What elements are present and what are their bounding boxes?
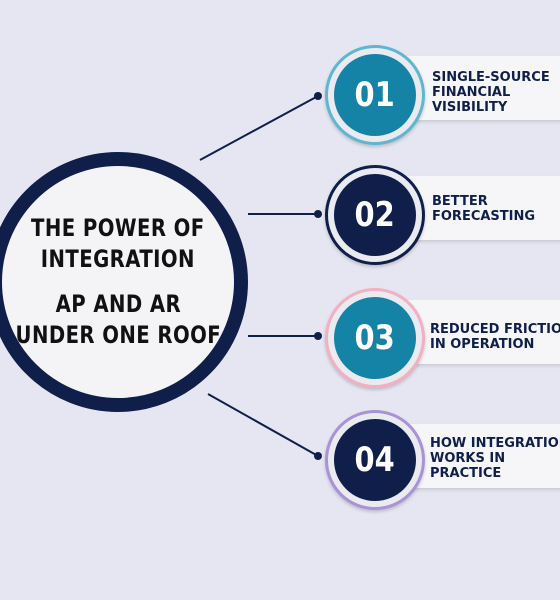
item-label-01: SINGLE-SOURCE FINANCIAL VISIBILITY bbox=[432, 70, 560, 115]
item-card-01 bbox=[400, 56, 560, 120]
item-card-03 bbox=[400, 300, 560, 364]
item-label-line: SINGLE-SOURCE bbox=[432, 70, 550, 85]
badge-03: 03 bbox=[334, 297, 416, 379]
hub-title: THE POWER OF INTEGRATION bbox=[31, 213, 205, 275]
badge-number-03: 03 bbox=[354, 318, 396, 358]
badge-number-02: 02 bbox=[354, 195, 396, 235]
hub-subtitle: AP AND AR UNDER ONE ROOF bbox=[15, 289, 221, 351]
item-card-02 bbox=[400, 176, 560, 240]
connector-dot-01 bbox=[314, 92, 322, 100]
connector-dot-04 bbox=[314, 452, 322, 460]
hub-subtitle-line: UNDER ONE ROOF bbox=[15, 321, 221, 349]
connector-line-01 bbox=[199, 95, 319, 161]
item-label-line: IN OPERATION bbox=[430, 337, 535, 352]
connector-line-04 bbox=[207, 393, 319, 457]
hub-title-line: INTEGRATION bbox=[40, 245, 196, 273]
item-label-line: REDUCED FRICTION bbox=[430, 322, 560, 337]
item-label-02: BETTER FORECASTING bbox=[432, 194, 560, 224]
central-hub-circle: THE POWER OF INTEGRATION AP AND AR UNDER… bbox=[0, 152, 248, 412]
item-label-04: HOW INTEGRATION WORKS IN PRACTICE bbox=[430, 436, 560, 481]
badge-04: 04 bbox=[334, 419, 416, 501]
item-card-04 bbox=[400, 424, 560, 488]
item-label-line: FORECASTING bbox=[432, 209, 536, 224]
item-label-line: WORKS IN bbox=[430, 451, 506, 466]
item-label-03: REDUCED FRICTION IN OPERATION bbox=[430, 322, 560, 352]
badge-02: 02 bbox=[334, 174, 416, 256]
item-label-line: FINANCIAL bbox=[432, 85, 511, 100]
connector-dot-03 bbox=[314, 332, 322, 340]
badge-number-01: 01 bbox=[354, 75, 396, 115]
badge-01: 01 bbox=[334, 54, 416, 136]
connector-dot-02 bbox=[314, 210, 322, 218]
item-label-line: HOW INTEGRATION bbox=[430, 436, 560, 451]
badge-number-04: 04 bbox=[354, 440, 396, 480]
item-label-line: BETTER bbox=[432, 194, 488, 209]
item-label-line: VISIBILITY bbox=[432, 100, 508, 115]
item-label-line: PRACTICE bbox=[430, 466, 502, 481]
hub-subtitle-line: AP AND AR bbox=[55, 290, 181, 318]
hub-title-line: THE POWER OF bbox=[31, 214, 205, 242]
